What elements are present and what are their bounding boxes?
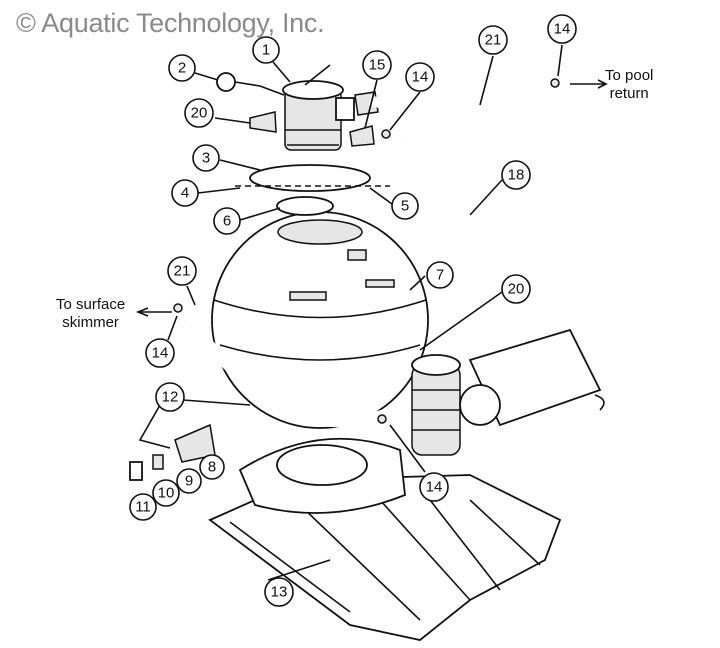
skimmer-note: To surface skimmer <box>56 296 125 332</box>
callout-label: 12 <box>162 389 179 406</box>
gauge-leader <box>234 81 285 96</box>
callout-20: 20 <box>184 98 214 128</box>
callout-10: 10 <box>152 479 180 507</box>
hose-21-bottom <box>180 315 387 428</box>
callout-label: 3 <box>202 150 210 167</box>
gasket <box>152 454 164 470</box>
hose-18 <box>368 95 490 341</box>
callout-label: 18 <box>508 167 525 184</box>
callout-8: 8 <box>199 454 225 480</box>
callout-18: 18 <box>501 160 531 190</box>
callout-21: 21 <box>478 25 508 55</box>
pool-return-note: To pool return <box>605 67 653 103</box>
clamp-14-mid <box>381 129 391 139</box>
multiport-valve <box>282 64 355 151</box>
callout-label: 11 <box>135 499 151 516</box>
callout-21: 21 <box>167 256 197 286</box>
callout-label: 20 <box>191 105 208 122</box>
fitting-15 <box>349 125 375 147</box>
callout-label: 1 <box>262 42 270 59</box>
leader-lines <box>138 44 563 581</box>
arrow-skimmer <box>135 307 172 317</box>
callout-label: 10 <box>158 485 175 502</box>
filter-base <box>208 437 562 641</box>
callout-14: 14 <box>145 338 175 368</box>
callout-14: 14 <box>547 14 577 44</box>
callout-label: 21 <box>174 263 191 280</box>
filter-tank <box>211 211 429 429</box>
note-line: To pool <box>605 67 654 84</box>
callout-5: 5 <box>391 192 419 220</box>
clamp <box>249 164 371 192</box>
callout-label: 5 <box>401 198 409 215</box>
callout-label: 15 <box>369 57 386 74</box>
note-line: To surface <box>56 296 126 313</box>
callout-12: 12 <box>155 382 185 412</box>
callout-9: 9 <box>176 468 202 494</box>
o-ring <box>276 196 334 216</box>
callout-label: 6 <box>223 213 231 230</box>
callout-2: 2 <box>168 54 196 82</box>
callout-label: 8 <box>208 459 216 476</box>
callout-20: 20 <box>501 274 531 304</box>
clamp-14-bottom <box>377 414 387 424</box>
callout-label: 14 <box>152 345 169 362</box>
callout-label: 20 <box>508 281 525 298</box>
note-line: return <box>609 85 649 102</box>
callout-1: 1 <box>252 36 280 64</box>
pressure-gauge <box>216 72 236 92</box>
callout-label: 21 <box>485 32 502 49</box>
callout-6: 6 <box>213 207 241 235</box>
callout-14: 14 <box>419 472 449 502</box>
callout-15: 15 <box>362 50 392 80</box>
note-line: skimmer <box>62 314 119 331</box>
copyright-watermark: © Aquatic Technology, Inc. <box>16 8 325 38</box>
callout-label: 7 <box>436 267 444 284</box>
callout-3: 3 <box>192 144 220 172</box>
callout-label: 14 <box>412 69 429 86</box>
callout-label: 13 <box>271 584 288 601</box>
callout-label: 14 <box>426 479 443 496</box>
arrow-pool-return <box>570 79 608 89</box>
callout-label: 2 <box>178 60 186 77</box>
clamp-14-left <box>173 303 183 313</box>
callout-4: 4 <box>171 179 199 207</box>
clamp-14-top <box>550 78 560 88</box>
callout-11: 11 <box>129 493 157 521</box>
fitting-20 <box>249 111 277 133</box>
pump <box>411 328 605 456</box>
callout-label: 9 <box>185 473 193 490</box>
callout-label: 4 <box>181 185 189 202</box>
callout-7: 7 <box>426 261 454 289</box>
callout-14: 14 <box>405 62 435 92</box>
adapter <box>129 461 143 481</box>
callout-13: 13 <box>264 577 294 607</box>
callout-label: 14 <box>554 21 571 38</box>
hose-21-top <box>402 69 547 146</box>
